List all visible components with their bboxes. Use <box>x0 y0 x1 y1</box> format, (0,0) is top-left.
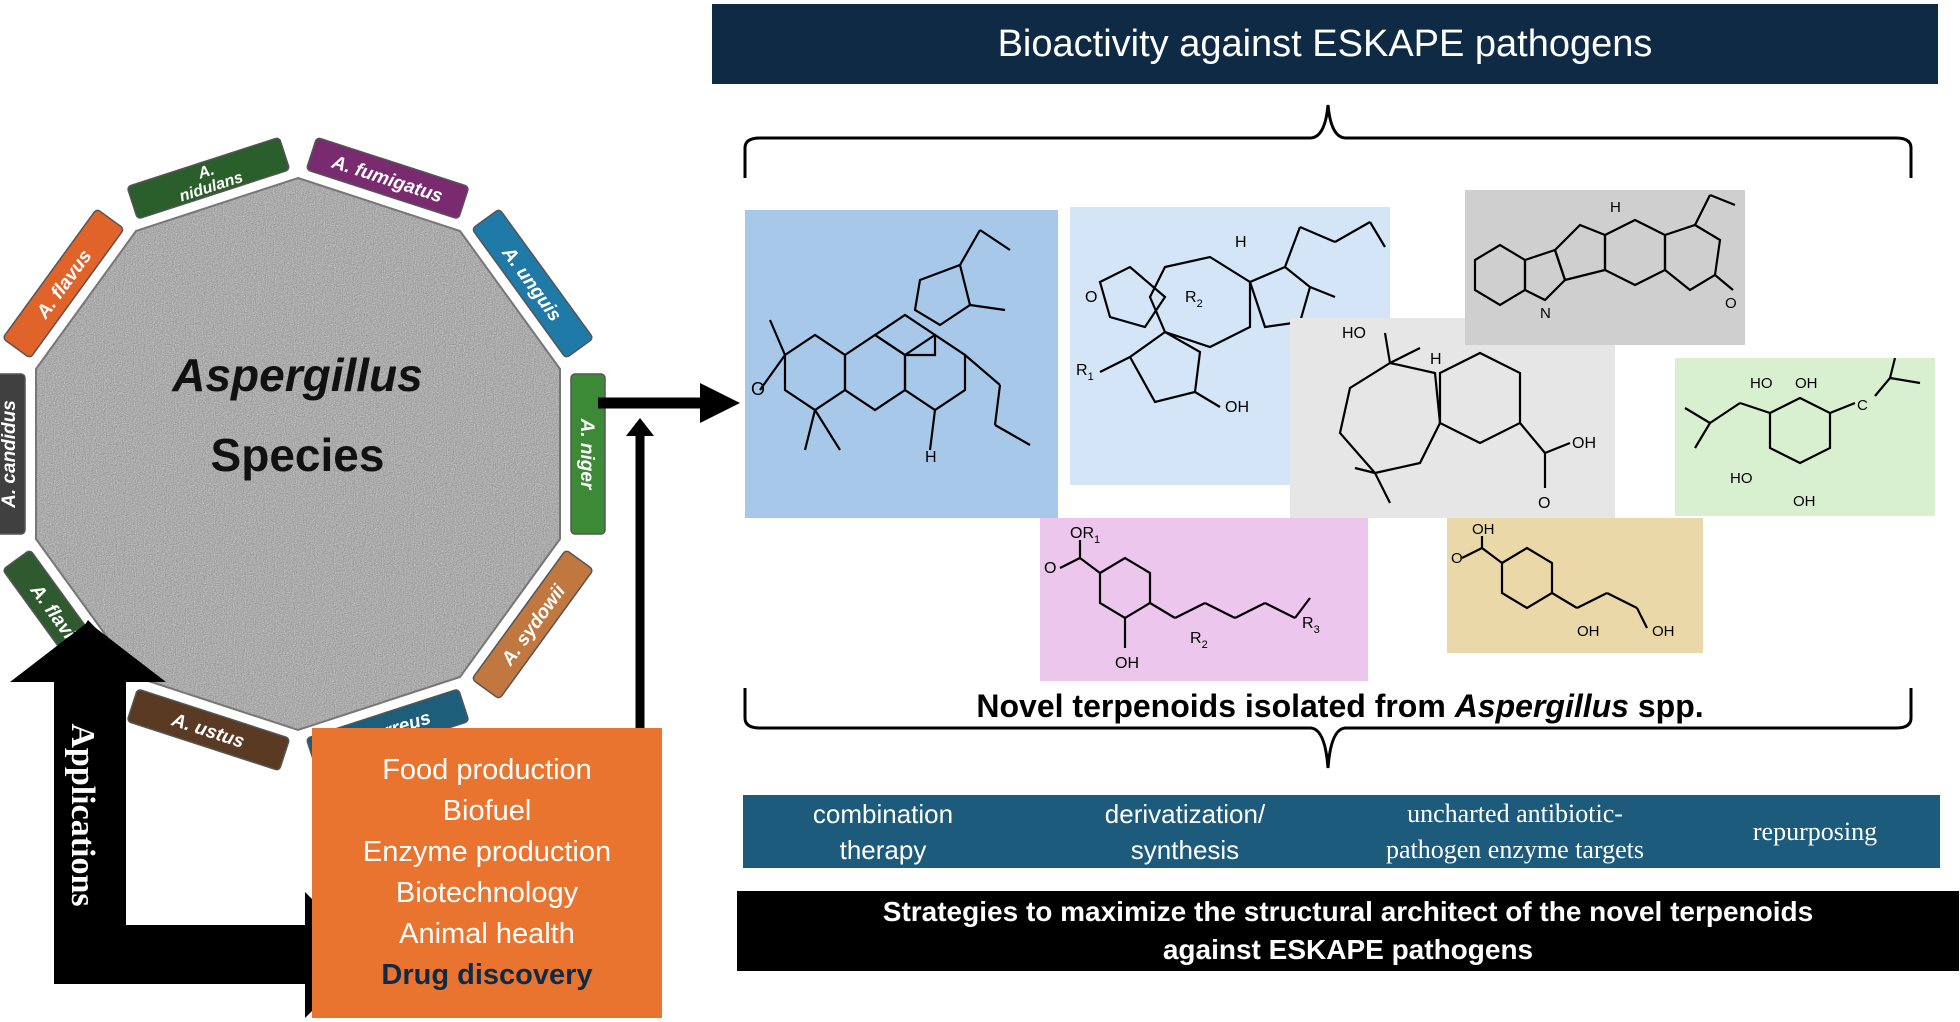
m6-or1-label: OR1 <box>1070 525 1100 546</box>
header-title: Bioactivity against ESKAPE pathogens <box>712 4 1938 84</box>
molecule-1-bg <box>745 210 1058 518</box>
m1-o-label: O <box>751 379 765 399</box>
bottom-brace <box>743 688 1913 769</box>
molecule-panel-7: OH O OH OH <box>1447 518 1703 653</box>
app-item-biofuel: Biofuel <box>442 795 532 827</box>
m3-o-label: O <box>1538 495 1550 512</box>
species-tab-bg <box>127 689 290 771</box>
species-tab-label: A. niger <box>576 418 597 491</box>
molecule-panel-6: OR1 O R2 R3 OH <box>1040 518 1368 681</box>
m5-c-label: C <box>1857 397 1868 414</box>
species-tab-7: A. candidus <box>0 373 26 535</box>
m2-r1-label: R1 <box>1076 362 1094 383</box>
molecule-3-bg <box>1290 318 1615 518</box>
m3-h-label: H <box>1430 351 1442 368</box>
molecule-panel-4: H N O <box>1465 190 1745 345</box>
m1-h-label: H <box>925 449 937 466</box>
species-tab-bg <box>472 550 593 699</box>
molecule-7-bg <box>1447 518 1703 653</box>
species-tab-bg <box>127 137 290 219</box>
species-tab-label: A. candidus <box>0 400 20 509</box>
m2-o-label: O <box>1085 289 1097 306</box>
m5-oh1-label: OH <box>1795 375 1818 392</box>
applications-label: Applications <box>64 723 101 907</box>
strategy-derivatization: derivatization/synthesis <box>1104 798 1266 865</box>
m6-r2-label: R2 <box>1190 630 1208 651</box>
species-tab-bg <box>3 209 124 358</box>
species-title-line2: Species <box>210 429 385 481</box>
m2-r2-label: R2 <box>1185 289 1203 310</box>
app-item-drug-discovery: Drug discovery <box>381 959 593 991</box>
m3-oh-label: OH <box>1572 435 1596 452</box>
applications-list: Food production Biofuel Enzyme productio… <box>312 728 662 1018</box>
m4-o-label: O <box>1725 295 1737 312</box>
m2-oh-label: OH <box>1225 399 1249 416</box>
applications-label-wrap: Applications <box>52 695 112 935</box>
molecule-panel-3: HO H OH O <box>1290 318 1615 518</box>
molecule-panel-5: HO OH HO OH C <box>1675 358 1935 516</box>
top-brace <box>743 104 1913 178</box>
m6-oh-label: OH <box>1115 655 1139 672</box>
m7-oh1-label: OH <box>1472 521 1495 538</box>
species-title-line1: Aspergillus <box>172 349 423 401</box>
app-item-animal-health: Animal health <box>399 918 575 950</box>
molecule-6-bg <box>1040 518 1368 681</box>
species-tab-bg <box>306 137 469 219</box>
arrow-to-bioactivity <box>598 383 740 423</box>
app-item-enzyme: Enzyme production <box>362 836 612 868</box>
m4-n-label: N <box>1540 305 1551 322</box>
m6-r3-label: R3 <box>1302 615 1320 636</box>
m4-h-label: H <box>1610 199 1621 216</box>
m5-ho2-label: HO <box>1730 470 1753 487</box>
m7-oh3-label: OH <box>1652 623 1675 640</box>
strategy-uncharted: uncharted antibiotic-pathogen enzyme tar… <box>1386 798 1644 864</box>
strategy-repurposing: repurposing <box>1752 816 1878 846</box>
molecule-panel-1: O H <box>745 210 1058 518</box>
m2-h-label: H <box>1235 234 1247 251</box>
m3-ho-label: HO <box>1342 325 1366 342</box>
strategies-bar <box>743 795 1940 868</box>
species-tab-2: A. niger <box>570 373 606 535</box>
m5-oh2-label: OH <box>1793 493 1816 510</box>
species-tab-bg <box>472 209 593 358</box>
species-tab-bg <box>570 373 606 535</box>
app-item-biotech: Biotechnology <box>395 877 579 909</box>
m7-oh2-label: OH <box>1577 623 1600 640</box>
molecule-5-bg <box>1675 358 1935 516</box>
app-item-food: Food production <box>382 754 592 786</box>
novel-terpenoids-caption: Novel terpenoids isolated from Aspergill… <box>976 688 1704 724</box>
species-tab-bg <box>0 373 26 535</box>
m6-o-label: O <box>1044 560 1056 577</box>
m7-o-label: O <box>1451 550 1463 567</box>
m5-ho1-label: HO <box>1750 375 1773 392</box>
species-decagon <box>35 176 561 732</box>
strategies-summary: Strategies to maximize the structural ar… <box>737 891 1959 971</box>
